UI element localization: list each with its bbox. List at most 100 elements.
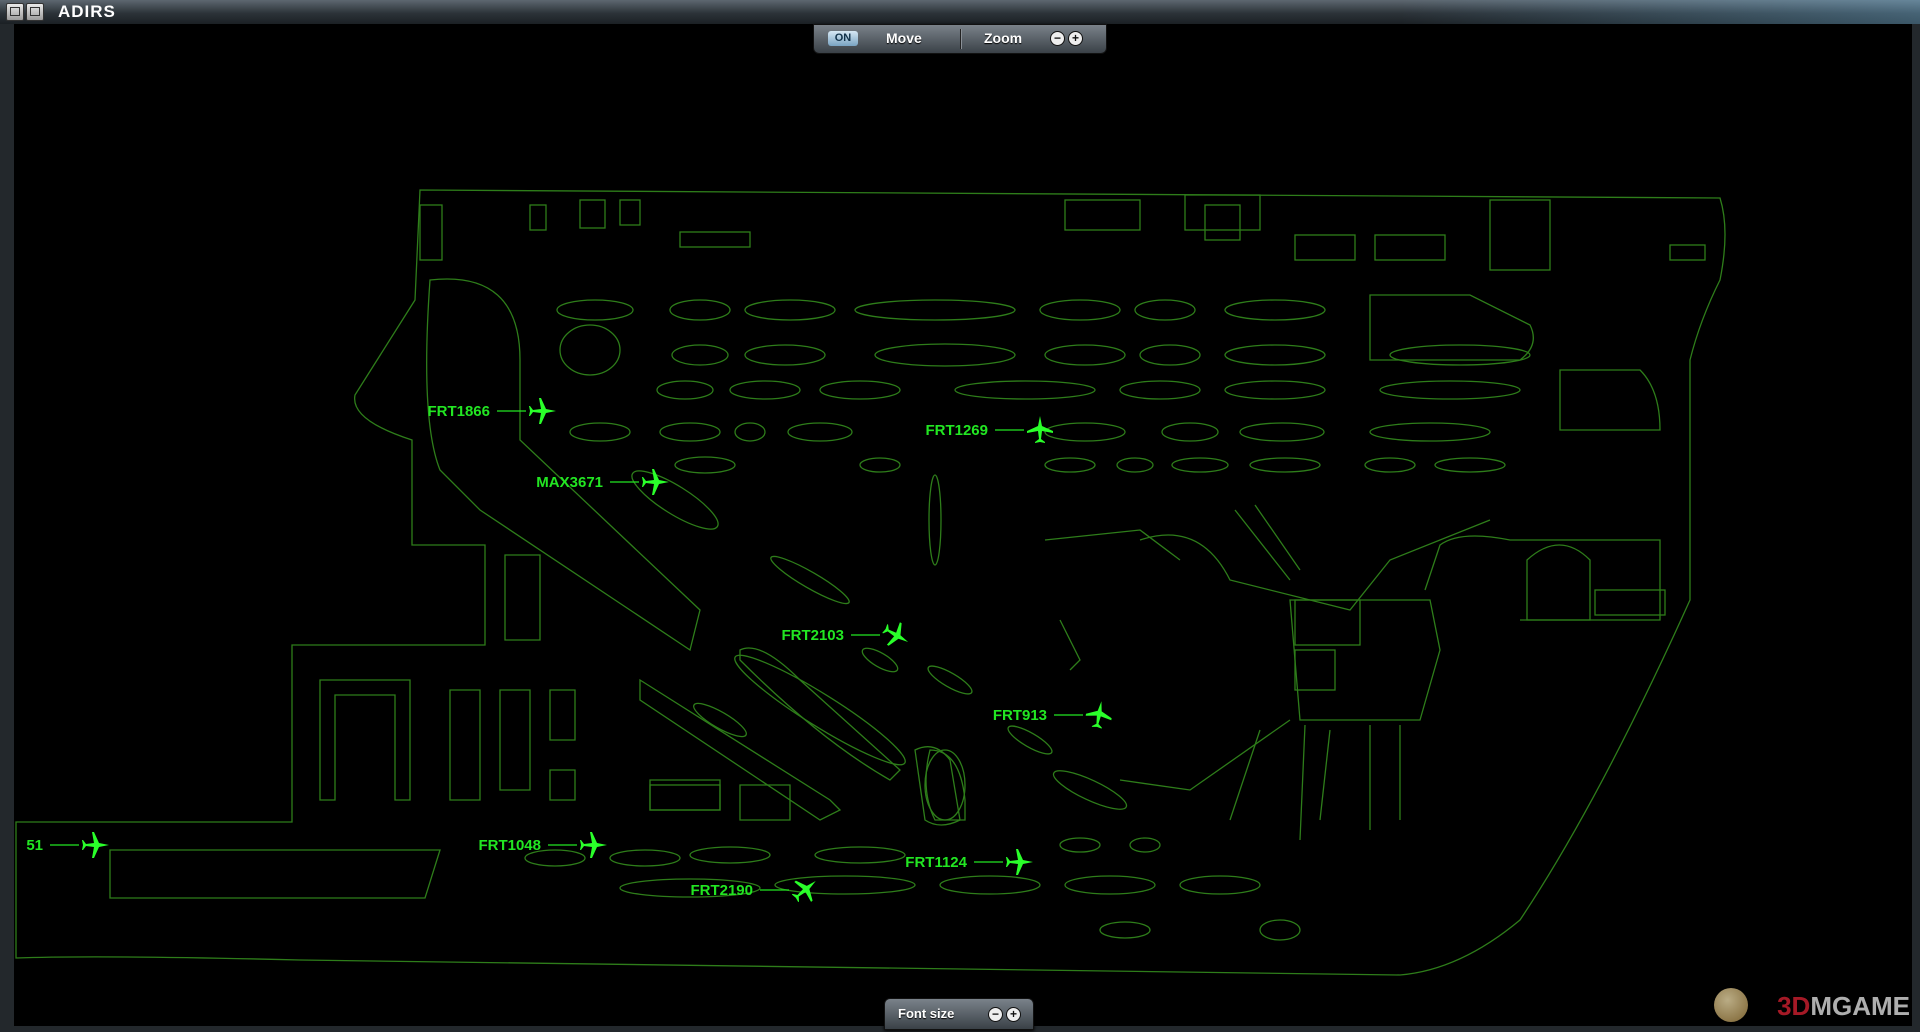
map-viewport[interactable] [0,24,1920,1032]
stand [1044,457,1096,473]
terminal-pier-north [1139,519,1491,611]
stand [1116,457,1154,473]
zoom-in-button[interactable]: + [1068,31,1083,46]
stand [744,344,826,366]
aircraft-icon[interactable] [642,469,669,495]
aircraft-callsign: 51 [26,837,43,854]
aircraft-frt913[interactable]: FRT913 [993,699,1114,730]
stand [1434,457,1506,473]
building-north [419,204,443,261]
aircraft-callsign: FRT2190 [690,882,753,899]
aircraft-icon[interactable] [1084,699,1114,730]
stand [689,846,771,864]
stand [774,875,916,895]
font-size-toolbar: Font size − + [884,998,1034,1030]
aircraft-icon[interactable] [580,832,607,858]
airport-map[interactable]: FRT1866FRT1269MAX3671FRT2103FRT913FRT104… [14,24,1912,1026]
stand [1259,919,1301,941]
watermark-suffix: MGAME [1810,991,1910,1021]
aircraft-frt1866[interactable]: FRT1866 [427,398,556,424]
stand [734,654,906,766]
taxiway-diag-2 [739,647,901,781]
stand [1139,344,1201,366]
window-menu-icon[interactable] [6,3,24,21]
aircraft-frt1048[interactable]: FRT1048 [478,832,607,858]
aircraft-callsign: MAX3671 [536,474,603,491]
stand [1007,725,1053,755]
aircraft-icon[interactable] [529,398,556,424]
stand [861,647,899,673]
east-buildings [1424,535,1661,621]
aircraft-icon[interactable] [878,617,914,653]
font-size-label: Font size [898,1006,955,1021]
font-size-decrease-button[interactable]: − [988,1007,1003,1022]
stand [1052,770,1128,810]
map-control-toolbar: ON Move Zoom − + [813,24,1107,54]
stand [659,422,721,442]
building-north [619,199,641,226]
aircraft-51[interactable]: 51 [26,832,109,858]
aircraft-callsign: FRT913 [993,707,1047,724]
stand [928,474,942,566]
stand [1239,422,1325,442]
hangar-east [1369,294,1534,361]
stand [559,324,621,376]
stand [1224,380,1326,400]
stand [1059,837,1101,853]
aircraft-layer: FRT1866FRT1269MAX3671FRT2103FRT913FRT104… [26,398,1114,908]
stand [874,343,1016,367]
taxiway-diag-1 [639,678,842,821]
stand [569,422,631,442]
building-east [1594,589,1666,616]
stand [609,849,681,867]
font-size-increase-button[interactable]: + [1006,1007,1021,1022]
stand [1224,344,1326,366]
aircraft-icon[interactable] [787,871,824,908]
terminal-block [1294,649,1336,691]
stand [1134,299,1196,321]
stand [631,470,719,530]
aircraft-icon[interactable] [1006,849,1033,875]
aircraft-callsign: FRT1048 [478,837,541,854]
stand [1179,875,1261,895]
aircraft-callsign: FRT1124 [905,854,967,871]
frame-left-border [0,24,14,1032]
aircraft-icon[interactable] [1027,416,1053,443]
building-north [1669,244,1706,261]
building-north [579,199,606,229]
building-south [649,784,721,811]
watermark-logo [1714,988,1748,1022]
edit-icon[interactable] [26,3,44,21]
control-tower-area [1526,544,1591,621]
stand [1364,457,1416,473]
stand [734,422,766,442]
stand [669,299,731,321]
stand [1389,344,1531,366]
hangar-far-east [1559,369,1661,431]
stand [671,344,729,366]
on-toggle-button[interactable]: ON [828,31,858,46]
stand [556,299,634,321]
aircraft-frt1124[interactable]: FRT1124 [905,849,1033,875]
aircraft-frt2103[interactable]: FRT2103 [781,617,914,653]
building-west-mid [504,554,541,641]
aircraft-callsign: FRT1866 [427,403,490,420]
building-north [1064,199,1141,231]
zoom-out-button[interactable]: − [1050,31,1065,46]
watermark: 3DMGAME [1777,991,1910,1022]
aircraft-frt2190[interactable]: FRT2190 [690,871,824,908]
stand [939,875,1041,895]
airport-outline [15,189,1726,976]
stand [693,702,747,738]
aircraft-icon[interactable] [82,832,109,858]
frame-right-border [1912,24,1920,1032]
toolbar-divider [960,29,962,49]
aircraft-frt1269[interactable]: FRT1269 [925,416,1053,443]
stand [924,749,966,821]
move-button[interactable]: Move [886,30,922,46]
aircraft-max3671[interactable]: MAX3671 [536,469,669,495]
stand [744,299,836,321]
building-sw-1 [319,679,411,801]
app-title: ADIRS [58,2,116,21]
stand [859,457,901,473]
